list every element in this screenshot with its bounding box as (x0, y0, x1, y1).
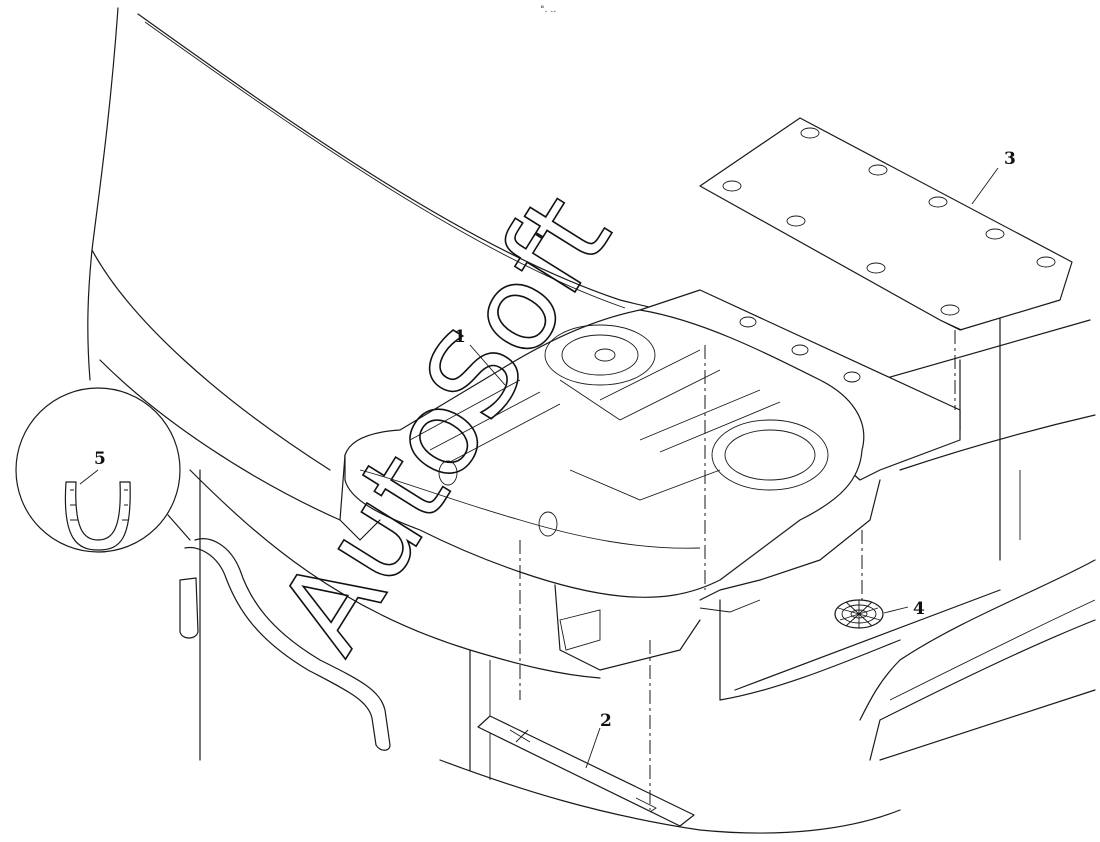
leader-lines (79, 167, 999, 769)
detail-circle-part-5 (15, 387, 191, 553)
callout-2: 2 (600, 711, 612, 731)
part-3-plate (699, 117, 1073, 331)
callout-4: 4 (913, 599, 925, 619)
callout-1: 1 (454, 327, 466, 347)
centerlines (519, 330, 956, 810)
callout-5: 5 (94, 449, 106, 469)
part-2-strap (477, 715, 695, 827)
vehicle-body-outline (87, 7, 1096, 834)
part-1-fuel-tank (339, 309, 881, 671)
part-4-grommet (834, 599, 884, 629)
hose-pipe (179, 538, 391, 751)
callout-3: 3 (1004, 149, 1016, 169)
header-mark: °․ ‥ (540, 5, 556, 15)
